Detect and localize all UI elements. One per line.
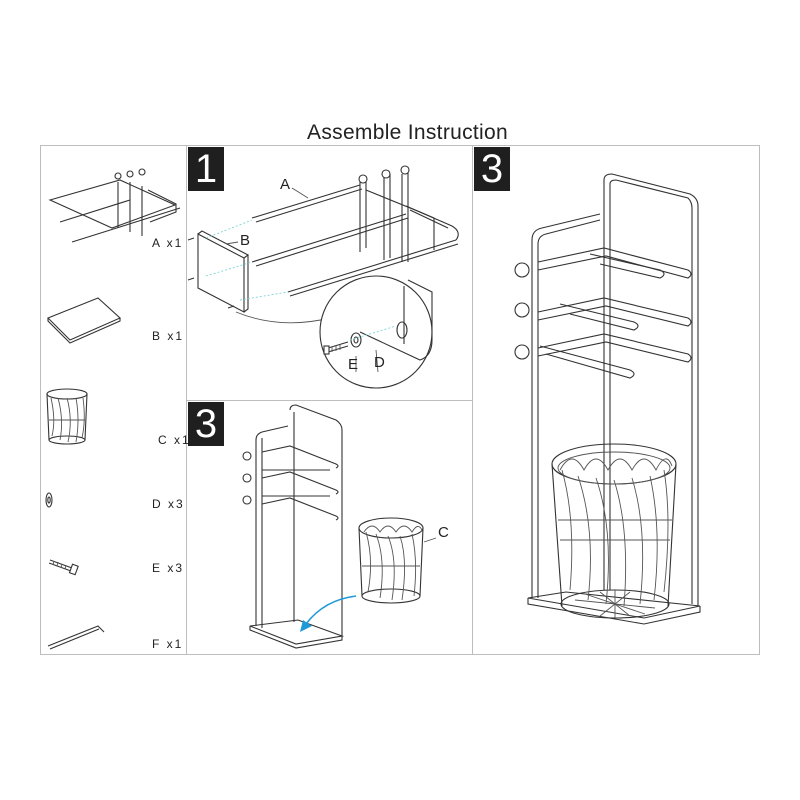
part-a-label: A x1 (152, 236, 184, 250)
callout-a: A (280, 176, 291, 193)
part-b-label: B x1 (152, 329, 185, 343)
callout-d: D (374, 354, 385, 371)
step-3-badge-left: 3 (188, 402, 224, 446)
callout-c: C (438, 524, 449, 541)
callout-b: B (240, 232, 251, 249)
part-e-label: E x3 (152, 561, 185, 575)
step-3-badge-right: 3 (474, 147, 510, 191)
instruction-frame (40, 145, 760, 655)
step-row-divider (186, 400, 472, 401)
step3-column-divider (472, 145, 473, 655)
callout-e: E (348, 356, 359, 373)
part-d-label: D x3 (152, 497, 185, 511)
part-f-label: F x1 (152, 637, 184, 651)
step-1-badge: 1 (188, 147, 224, 191)
part-c-label: C x1 (158, 433, 191, 447)
page-title: Assemble Instruction (307, 121, 508, 144)
